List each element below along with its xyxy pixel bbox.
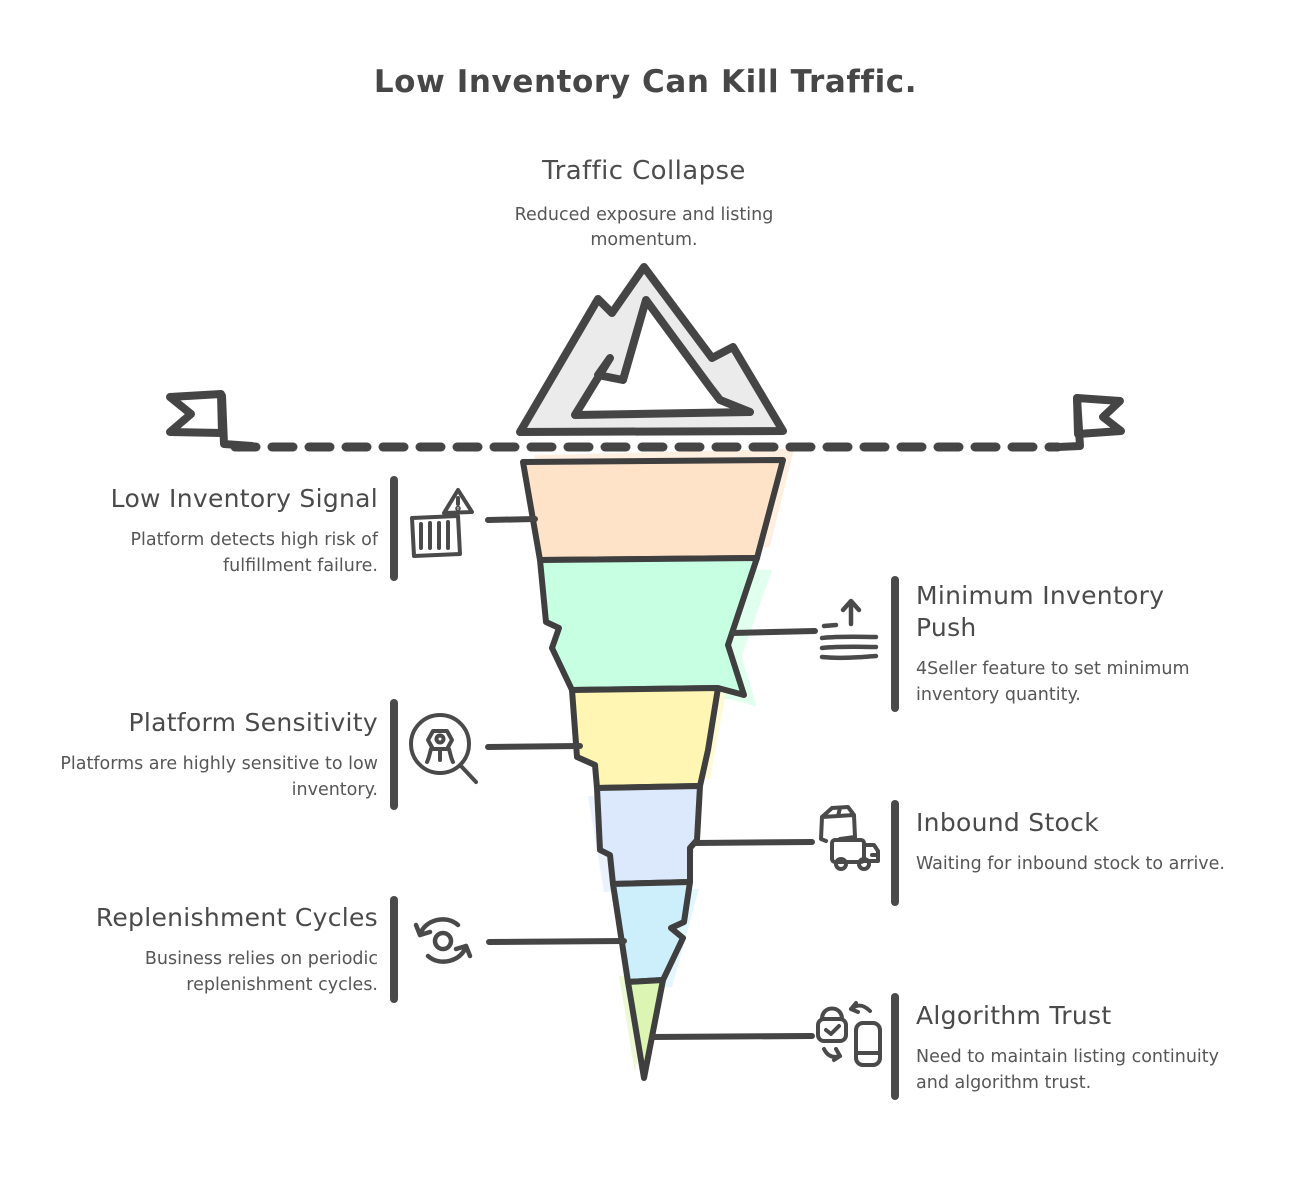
connector-minimum-inventory-push [730,628,818,636]
callout-minimum-inventory-push: Minimum Inventory Push 4Seller feature t… [916,580,1226,709]
connector-inbound-stock [692,839,815,846]
callout-description: Need to maintain listing continuity and … [916,1047,1219,1094]
callout-title: Low Inventory Signal [110,484,378,513]
funnel-segment-5 [610,879,693,985]
algorithm-trust-icon [812,997,888,1073]
mountain-icon [516,263,787,436]
connector-algorithm-trust [649,1033,815,1040]
inventory-warning-icon [406,486,478,562]
connector-lines [485,516,818,1040]
connector-low-inventory-signal [485,516,538,523]
inbound-truck-icon [812,803,884,877]
connector-replenishment-cycles [486,938,627,945]
connector-platform-sensitivity [485,743,583,750]
callout-title: Replenishment Cycles [95,903,378,932]
replenishment-sync-icon [408,908,478,974]
funnel-segment-2 [537,555,760,698]
funnel-segment-6 [625,977,666,1081]
right-flag-icon [1054,394,1125,451]
callout-description: Platform detects high risk of fulfillmen… [130,530,379,577]
callout-algorithm-trust: Algorithm Trust Need to maintain listing… [916,1000,1226,1097]
funnel-segment-4 [594,783,703,887]
callout-description: Platforms are highly sensitive to low in… [60,754,378,801]
callout-divider-bars [390,476,899,1100]
callout-replenishment-cycles: Replenishment Cycles Business relies on … [48,902,378,999]
traffic-collapse-subtitle: Reduced exposure and listing momentum. [514,205,774,251]
callout-description: Business relies on periodic replenishmen… [144,949,378,996]
traffic-collapse-heading: Traffic Collapse [542,156,746,186]
funnel [520,457,786,1081]
left-flag-icon [166,390,256,450]
callout-description: Waiting for inbound stock to arrive. [916,854,1225,874]
callout-low-inventory-signal: Low Inventory Signal Platform detects hi… [48,483,378,580]
callout-platform-sensitivity: Platform Sensitivity Platforms are highl… [48,707,378,804]
callout-title: Platform Sensitivity [128,708,378,737]
callout-title: Inbound Stock [916,808,1099,837]
callout-title: Minimum Inventory Push [916,581,1165,642]
callout-description: 4Seller feature to set minimum inventory… [916,659,1190,706]
platform-scan-icon [404,710,482,792]
callout-inbound-stock: Inbound Stock Waiting for inbound stock … [916,807,1226,877]
page-title: Low Inventory Can Kill Traffic. [373,64,918,100]
funnel-segment-3 [569,685,721,791]
callout-title: Algorithm Trust [916,1001,1112,1030]
minimum-push-icon [816,596,882,668]
funnel-segment-1 [520,457,786,563]
